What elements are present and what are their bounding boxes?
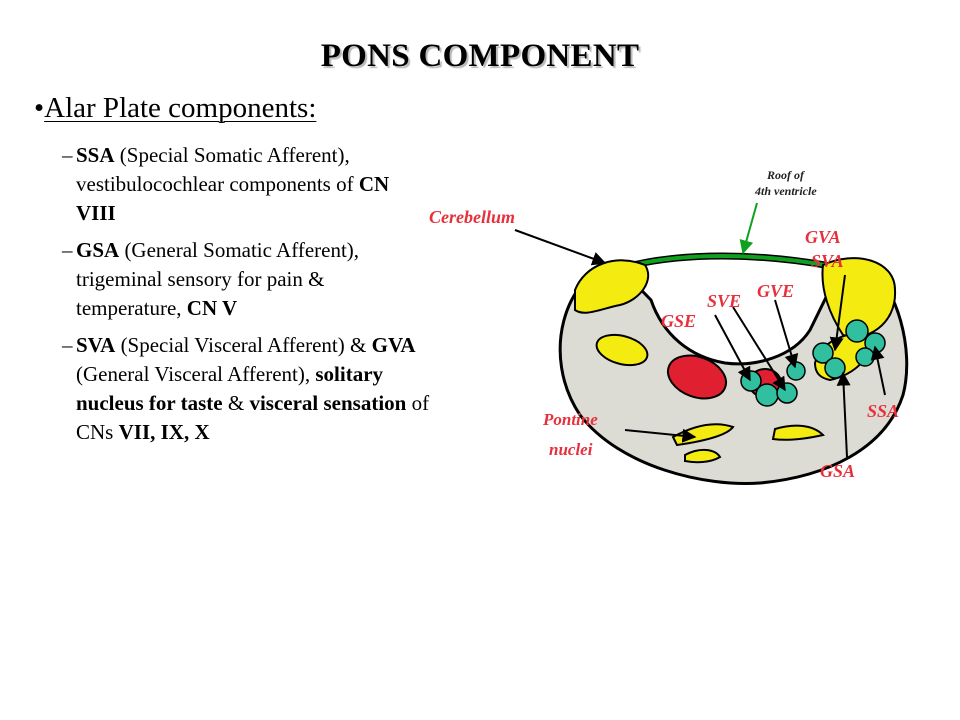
nucleus-red bbox=[666, 354, 728, 400]
pons-body bbox=[558, 261, 909, 485]
arrow-pontine bbox=[624, 428, 697, 443]
label-sve: SVE bbox=[707, 291, 741, 311]
arrow-cerebellum bbox=[514, 229, 607, 266]
cerebellum-left bbox=[574, 259, 650, 314]
arrow-sve bbox=[732, 306, 786, 392]
dash-marker: – bbox=[62, 333, 73, 357]
label-sva: SVA bbox=[811, 251, 844, 271]
label-gva: GVA bbox=[805, 227, 841, 247]
label-gse: GSE bbox=[661, 311, 696, 331]
list-item: – GSA (General Somatic Afferent), trigem… bbox=[62, 236, 432, 323]
label-pontine-2: nuclei bbox=[549, 440, 593, 459]
nucleus-teal bbox=[824, 357, 846, 379]
arrow-roof bbox=[739, 202, 758, 255]
label-roof-2: 4th ventricle bbox=[754, 184, 817, 198]
label-roof-1: Roof of bbox=[766, 168, 805, 182]
dash-marker: – bbox=[62, 238, 73, 262]
item-text: SVA (Special Visceral Afferent) & GVA (G… bbox=[76, 333, 430, 444]
nucleus-teal bbox=[845, 319, 869, 343]
list-item: – SVA (Special Visceral Afferent) & GVA … bbox=[62, 331, 432, 447]
list-item: – SSA (Special Somatic Afferent), vestib… bbox=[62, 141, 432, 228]
bullet-heading: •Alar Plate components: bbox=[34, 92, 316, 125]
label-gve: GVE bbox=[757, 281, 794, 301]
nucleus-teal bbox=[812, 342, 834, 364]
pons-diagram: Cerebellum Roof of 4th ventricle GVA SVA… bbox=[429, 168, 909, 485]
arrow-gve bbox=[774, 299, 799, 369]
nucleus-teal bbox=[855, 347, 875, 367]
sub-list: – SSA (Special Somatic Afferent), vestib… bbox=[62, 141, 432, 455]
label-ssa: SSA bbox=[867, 401, 899, 421]
nucleus-teal bbox=[755, 383, 779, 407]
nucleus-yellow-left bbox=[595, 333, 649, 367]
pontine-nucleus bbox=[684, 449, 722, 464]
cerebellum-right bbox=[821, 257, 897, 338]
label-pontine-1: Pontine bbox=[542, 410, 598, 429]
pontine-nucleus bbox=[771, 424, 825, 441]
item-text: SSA (Special Somatic Afferent), vestibul… bbox=[76, 143, 390, 225]
nucleus-teal bbox=[786, 361, 806, 381]
arrow-ssa bbox=[870, 345, 886, 396]
bullet-marker: • bbox=[34, 92, 45, 124]
item-text: GSA (General Somatic Afferent), trigemin… bbox=[76, 238, 360, 320]
arrow-sva bbox=[829, 274, 846, 352]
slide-title: PONS COMPONENT bbox=[320, 38, 640, 74]
arrow-gsa bbox=[836, 371, 851, 458]
heading-text: Alar Plate components: bbox=[44, 92, 317, 124]
dash-marker: – bbox=[62, 143, 73, 167]
label-gsa: GSA bbox=[820, 461, 855, 481]
label-cerebellum: Cerebellum bbox=[429, 207, 515, 227]
arrow-gse bbox=[714, 314, 751, 382]
nucleus-teal bbox=[776, 382, 798, 404]
